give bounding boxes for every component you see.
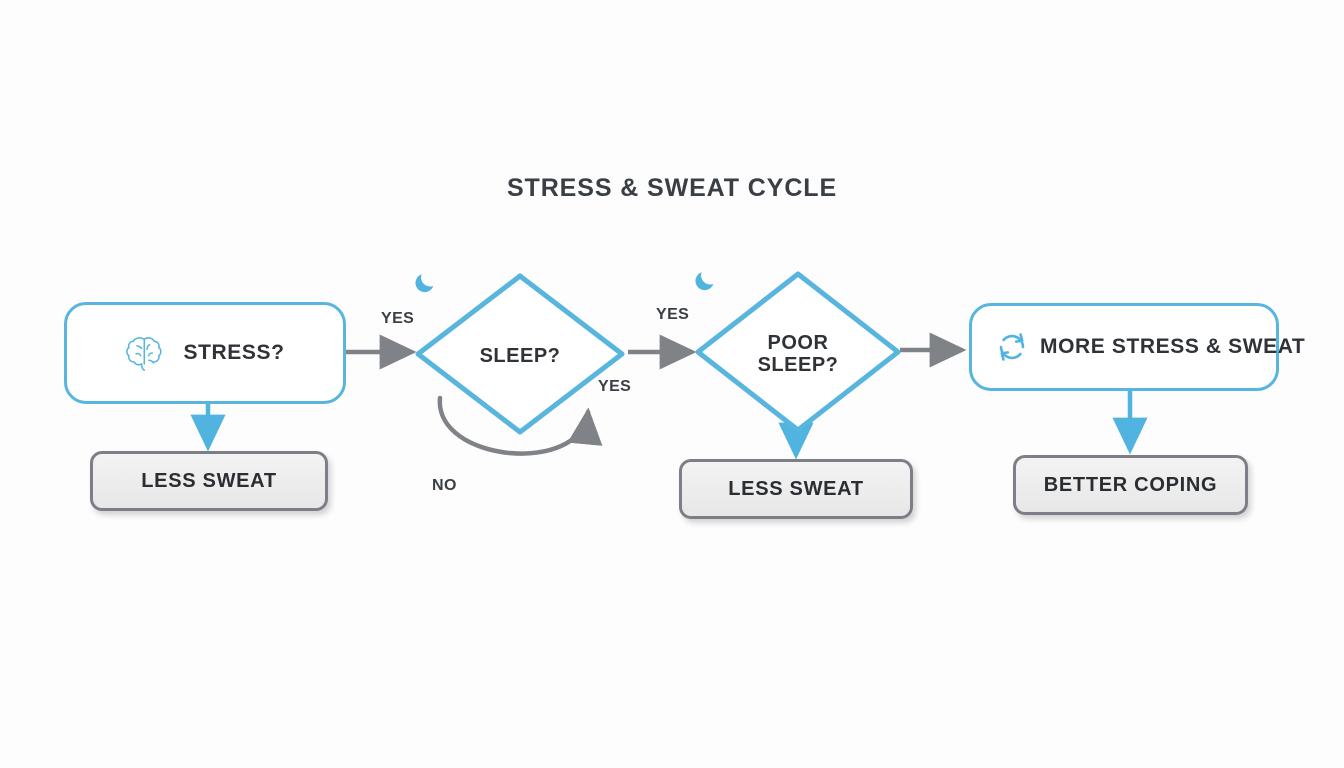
edge-label-yes-2: YES [656, 306, 690, 323]
node-more-stress-sweat[interactable]: MORE STRESS & SWEAT [969, 303, 1305, 391]
diamond-shape-sleep [415, 273, 625, 435]
node-stress-label: STRESS? [183, 341, 285, 364]
node-more-stress-sweat-label: MORE STRESS & SWEAT [1040, 335, 1306, 358]
node-less-sweat-1[interactable]: LESS SWEAT [90, 451, 328, 511]
edge-label-yes-1: YES [381, 310, 415, 327]
brain-icon [125, 334, 169, 372]
edge-label-no-1: NO [432, 477, 457, 494]
node-better-coping-label: BETTER COPING [1043, 473, 1218, 496]
diagram-title: STRESS & SWEAT CYCLE [506, 174, 838, 202]
node-less-sweat-1-label: LESS SWEAT [141, 469, 277, 492]
cycle-icon [994, 329, 1030, 365]
node-less-sweat-2-label: LESS SWEAT [728, 477, 864, 500]
node-better-coping[interactable]: BETTER COPING [1013, 455, 1248, 515]
node-poor-sleep[interactable]: POOR SLEEP? [692, 268, 904, 436]
node-sleep[interactable]: SLEEP? [412, 270, 628, 438]
node-stress[interactable]: STRESS? [64, 302, 346, 404]
edge-label-yes-3: YES [598, 378, 632, 395]
edge-sleep-no-loop [437, 395, 603, 456]
node-less-sweat-2[interactable]: LESS SWEAT [679, 459, 913, 519]
diamond-shape-poor-sleep [695, 271, 901, 433]
